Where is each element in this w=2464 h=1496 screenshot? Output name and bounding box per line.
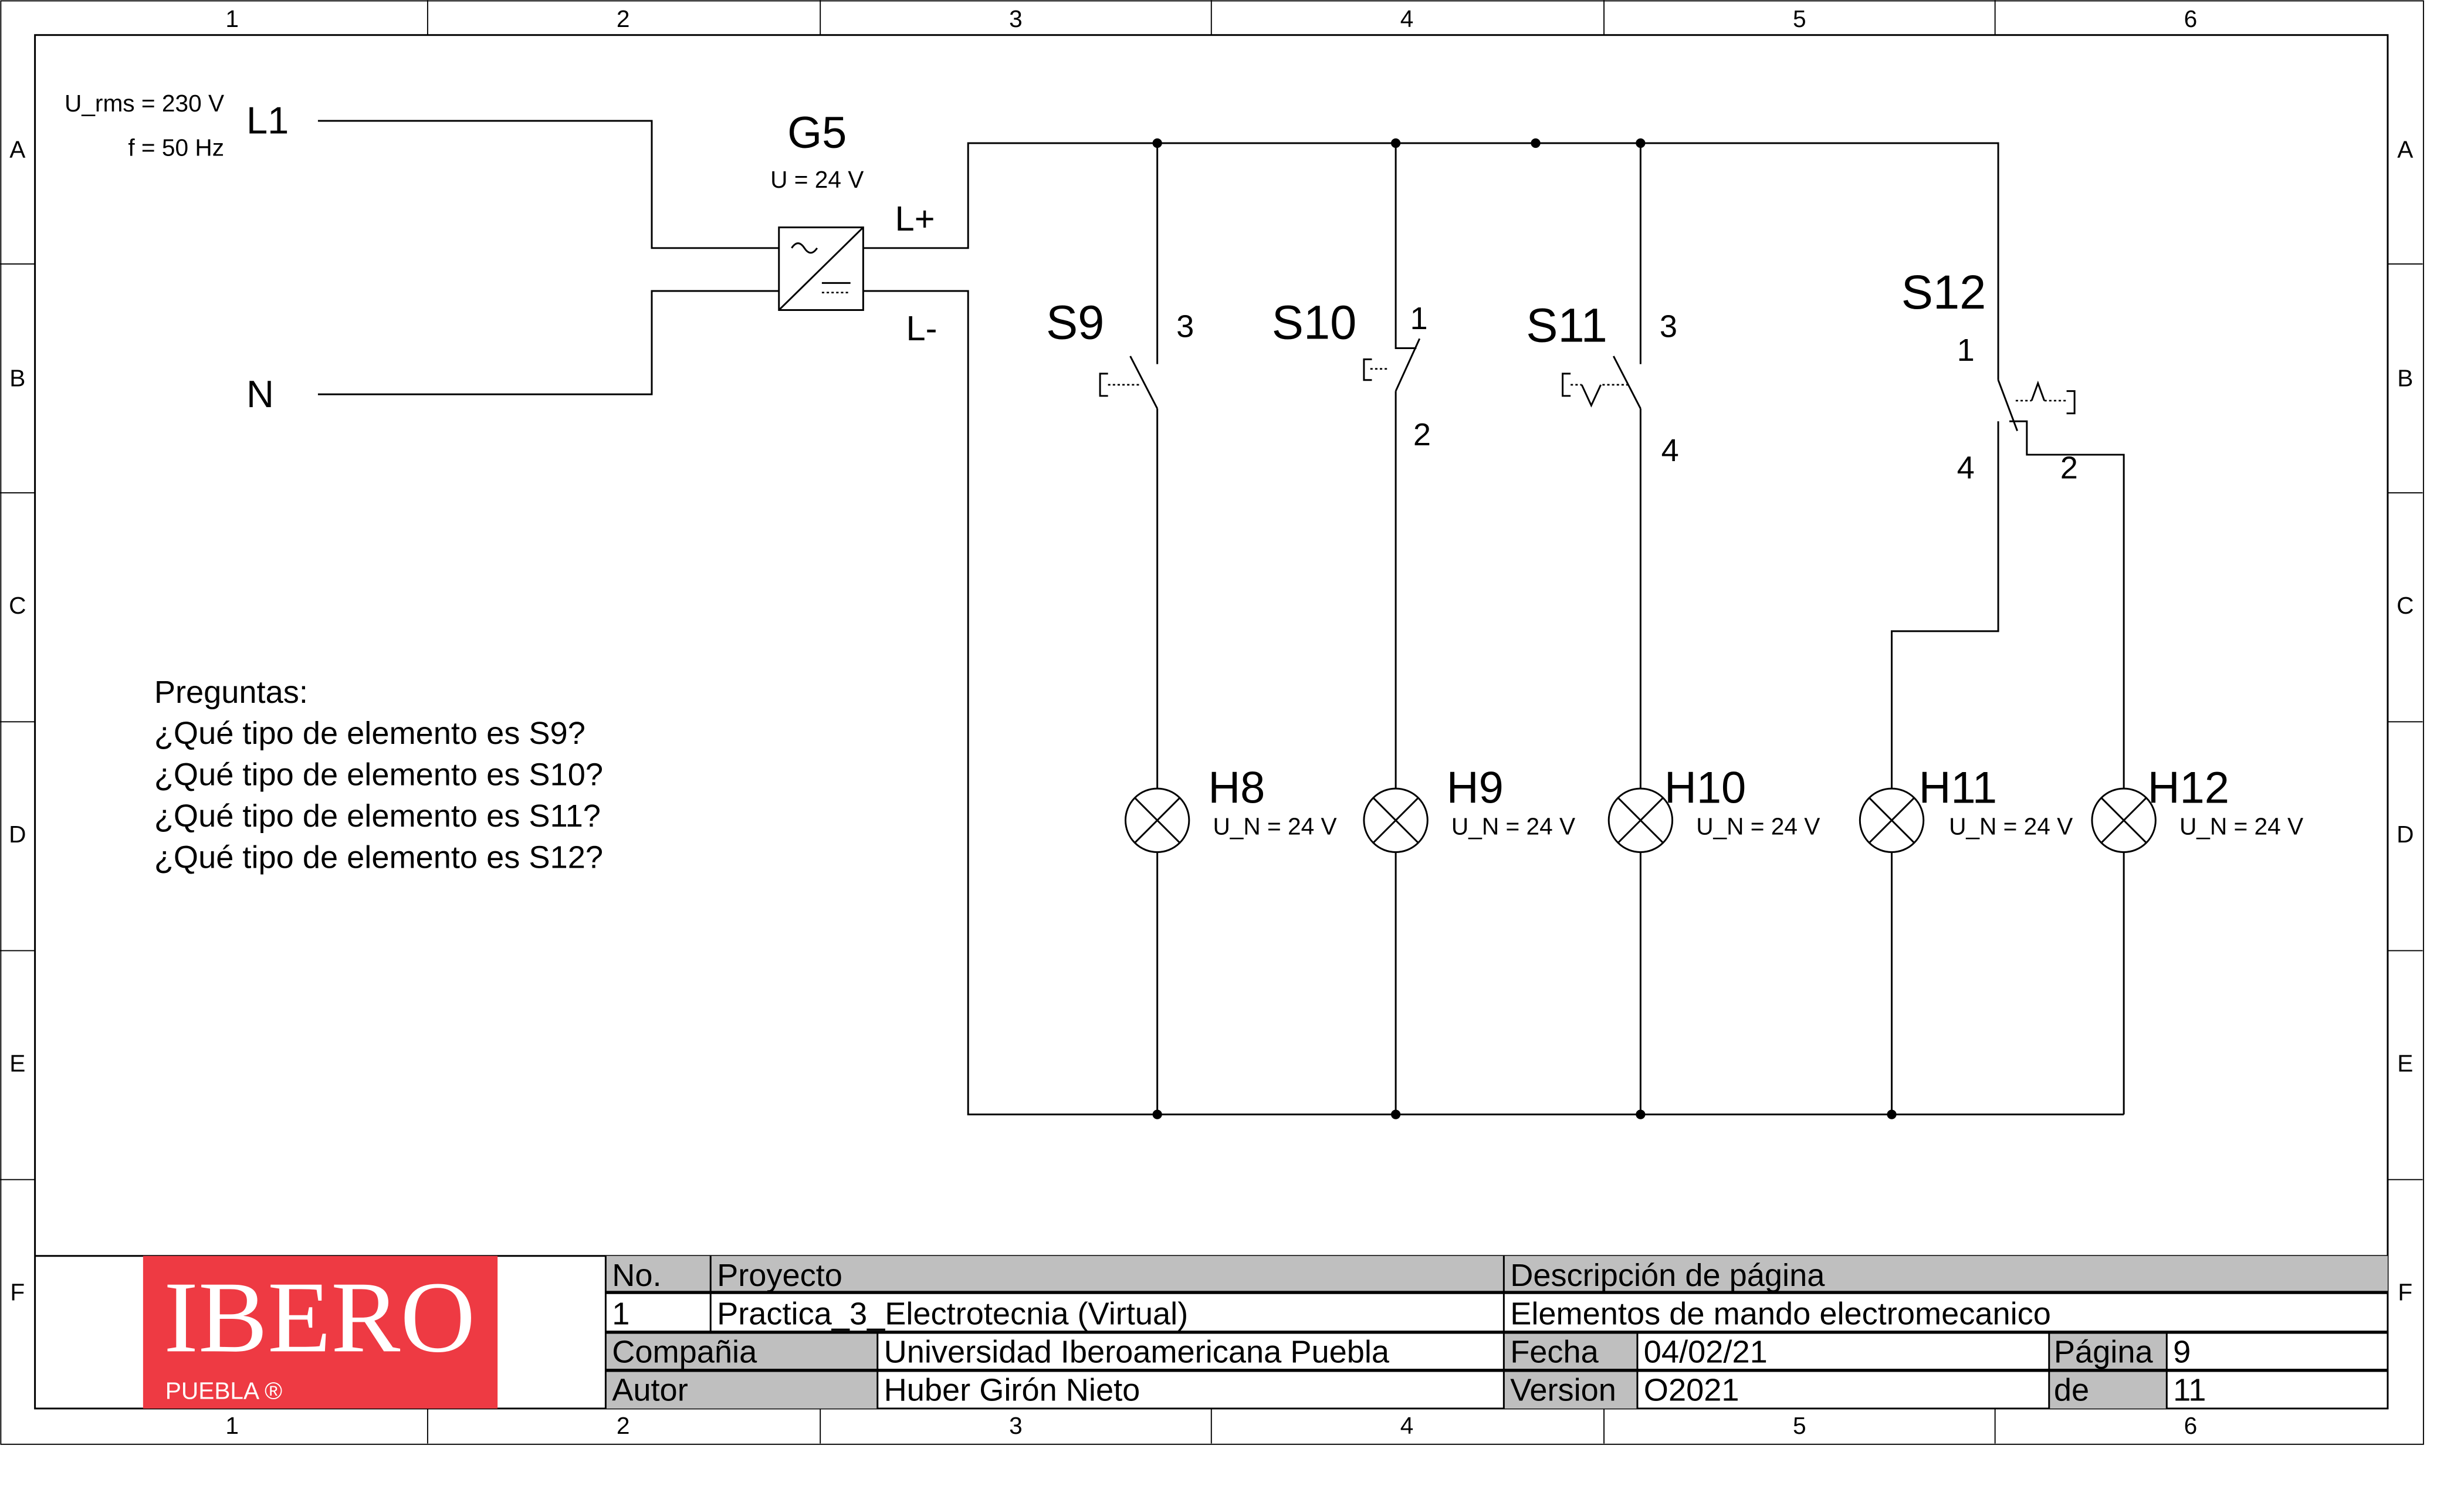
column-label: 4 — [1400, 1412, 1414, 1439]
description-label: Descripción de página — [1510, 1258, 1825, 1293]
psu-voltage: U = 24 V — [770, 166, 864, 193]
row-label: A — [9, 136, 26, 163]
column-label: 1 — [225, 5, 239, 32]
row-label: C — [9, 592, 26, 619]
terminal-label: 3 — [1176, 309, 1194, 344]
psu-plus-label: L+ — [895, 199, 935, 238]
row-label: F — [10, 1279, 25, 1306]
terminal-label: 2 — [2060, 451, 2078, 486]
column-label: 6 — [2184, 1412, 2198, 1439]
switch-s9: S9 3 — [1046, 143, 1194, 789]
version-value: O2021 — [1644, 1372, 1739, 1407]
supply-voltage: U_rms = 230 V — [65, 90, 224, 117]
author-label: Autor — [612, 1372, 688, 1407]
project-value: Practica_3_Electrotecnia (Virtual) — [717, 1296, 1188, 1331]
psu-minus-label: L- — [906, 309, 937, 348]
lamp-voltage: U_N = 24 V — [2179, 813, 2303, 840]
row-label: E — [2397, 1050, 2413, 1077]
lamp-h10: H10 U_N = 24 V — [1607, 763, 1820, 1115]
power-supply-g5: G5 U = 24 V L+ L- — [770, 108, 937, 348]
company-value: Universidad Iberoamericana Puebla — [884, 1334, 1390, 1369]
supply-frequency: f = 50 Hz — [128, 134, 224, 161]
question-item: ¿Qué tipo de elemento es S11? — [154, 798, 601, 834]
author-value: Huber Girón Nieto — [884, 1372, 1140, 1407]
column-label: 6 — [2184, 5, 2198, 32]
logo-main: IBERO — [164, 1260, 475, 1373]
column-label: 2 — [617, 5, 630, 32]
terminal-label: 1 — [1410, 301, 1427, 336]
row-label: B — [9, 365, 25, 392]
ibero-logo — [143, 1255, 498, 1409]
switch-label: S9 — [1046, 296, 1104, 349]
lamp-label: H8 — [1208, 763, 1265, 813]
lamp-label: H12 — [2148, 763, 2229, 813]
switch-label: S11 — [1526, 299, 1607, 353]
switch-s10: S10 1 2 — [1272, 143, 1431, 789]
row-label: D — [9, 821, 26, 848]
date-value: 04/02/21 — [1644, 1334, 1768, 1369]
column-label: 2 — [617, 1412, 630, 1439]
switch-label: S10 — [1272, 296, 1357, 349]
column-label: 3 — [1009, 5, 1023, 32]
column-label: 5 — [1793, 5, 1806, 32]
switch-s12: S12 1 4 2 — [1891, 266, 2125, 789]
terminal-label: 3 — [1660, 309, 1677, 344]
line-label: L1 — [246, 99, 289, 142]
lamp-h9: H9 U_N = 24 V — [1363, 763, 1575, 1115]
lamp-label: H11 — [1919, 763, 1998, 813]
terminal-label: 4 — [1957, 451, 1975, 486]
lamp-h8: H8 U_N = 24 V — [1124, 763, 1337, 1115]
questions-title: Preguntas: — [154, 675, 308, 710]
terminal-label: 4 — [1661, 433, 1679, 468]
row-label: E — [9, 1050, 25, 1077]
project-label: Proyecto — [717, 1258, 842, 1293]
page-total-value: 11 — [2173, 1372, 2206, 1407]
company-label: Compañia — [612, 1334, 757, 1369]
page-value: 9 — [2173, 1334, 2191, 1369]
question-item: ¿Qué tipo de elemento es S10? — [154, 757, 603, 793]
no-value: 1 — [612, 1296, 629, 1331]
lamp-label: H10 — [1664, 763, 1746, 813]
date-label: Fecha — [1510, 1334, 1599, 1369]
terminal-label: 2 — [1413, 417, 1431, 452]
lamp-voltage: U_N = 24 V — [1213, 813, 1336, 840]
description-value: Elementos de mando electromecanico — [1510, 1296, 2051, 1331]
no-label: No. — [612, 1258, 661, 1293]
row-label: F — [2398, 1279, 2412, 1306]
column-label: 1 — [225, 1412, 239, 1439]
switch-s11: S11 3 4 — [1526, 143, 1679, 789]
lamp-label: H9 — [1447, 763, 1504, 813]
drawing-frame: 1 2 3 4 5 6 1 2 3 4 5 6 A B C D E F A B … — [0, 0, 2424, 1445]
column-label: 3 — [1009, 1412, 1023, 1439]
lamp-h12: H12 U_N = 24 V — [2091, 763, 2303, 1115]
lamp-voltage: U_N = 24 V — [1696, 813, 1820, 840]
questions: Preguntas: ¿Qué tipo de elemento es S9? … — [154, 675, 603, 875]
switch-label: S12 — [1901, 266, 1986, 319]
ac-symbol-icon — [791, 242, 818, 254]
terminal-label: 1 — [1957, 333, 1975, 368]
lamp-voltage: U_N = 24 V — [1451, 813, 1575, 840]
page-label: Página — [2054, 1334, 2154, 1369]
psu-name: G5 — [787, 108, 847, 158]
column-label: 5 — [1793, 1412, 1806, 1439]
row-label: B — [2397, 365, 2413, 392]
question-item: ¿Qué tipo de elemento es S9? — [154, 716, 585, 751]
page-of-label: de — [2054, 1372, 2089, 1407]
row-label: D — [2397, 821, 2414, 848]
column-label: 4 — [1400, 5, 1414, 32]
lamp-voltage: U_N = 24 V — [1949, 813, 2073, 840]
question-item: ¿Qué tipo de elemento es S12? — [154, 840, 603, 875]
row-label: C — [2397, 592, 2414, 619]
mains-supply: U_rms = 230 V f = 50 Hz L1 N — [65, 90, 779, 415]
title-block: IBERO PUEBLA ® No. Proyecto Descripción … — [35, 1255, 2388, 1409]
lamp-h11: H11 U_N = 24 V — [1859, 763, 2073, 1115]
version-label: Version — [1510, 1372, 1616, 1407]
row-label: A — [2397, 136, 2414, 163]
logo-sub: PUEBLA ® — [165, 1377, 282, 1404]
neutral-label: N — [246, 373, 274, 415]
